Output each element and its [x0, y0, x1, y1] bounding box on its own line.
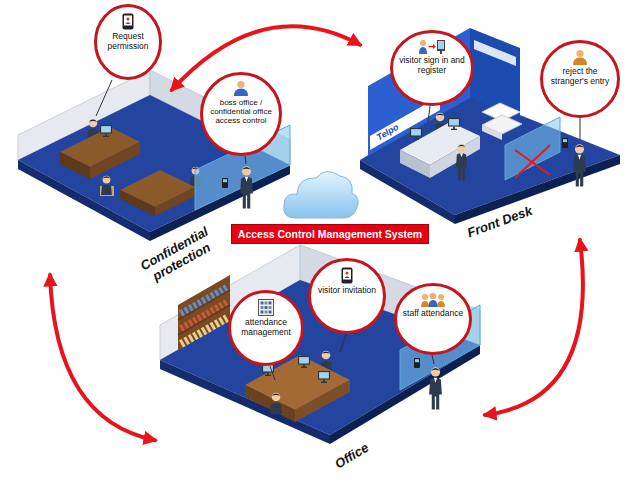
wall-sign-text: Telpo [374, 122, 401, 143]
bubble-ellipse [396, 285, 471, 354]
sign-in-icon [419, 39, 445, 54]
zone-title: Office [323, 434, 382, 477]
zone-title: Front Desk [455, 200, 545, 244]
callout-bubble: boss office / confidential office access… [200, 72, 282, 156]
attendance-sheet-icon [258, 299, 274, 316]
office-zone-drawing [160, 245, 480, 444]
flow-arrow [172, 26, 360, 90]
callout-bubble: reject the stranger's entry [540, 40, 620, 118]
callout-bubble: attendance management [228, 290, 304, 366]
callout-text: attendance management [236, 318, 296, 338]
callout-bubble: staff attendance [394, 283, 472, 355]
zone-title: Confidential protection [132, 221, 225, 290]
cloud-symbol [284, 171, 359, 218]
flow-arrow [485, 240, 583, 415]
system-banner: Access Control Management System [231, 224, 429, 244]
callout-bubble: Request permission [94, 4, 162, 80]
bubble-ellipse [96, 6, 161, 79]
callout-text: visitor sign in and register [398, 56, 466, 76]
person-icon [232, 80, 250, 96]
callout-text: reject the stranger's entry [548, 67, 612, 87]
confidential-zone-drawing [18, 70, 290, 241]
callout-bubble: visitor invitation [308, 258, 386, 334]
bubble-ellipse [310, 260, 385, 333]
bubble-ellipse [392, 32, 473, 105]
front-desk-zone-drawing [360, 28, 620, 224]
system-title: Access Control Management System [232, 225, 428, 243]
phone-icon [341, 267, 353, 284]
bubble-ellipse [202, 74, 281, 155]
flow-arrow [50, 275, 155, 440]
staff-faces-icon [420, 292, 446, 307]
bubble-ellipse [230, 292, 303, 365]
callout-text: Request permission [101, 32, 155, 52]
bubble-ellipse [542, 42, 619, 117]
callout-text: staff attendance [402, 309, 464, 319]
person-icon [571, 49, 589, 65]
callout-bubble: visitor sign in and register [390, 30, 474, 106]
callout-text: visitor invitation [317, 286, 377, 296]
callout-text: boss office / confidential office access… [209, 98, 273, 126]
phone-icon [122, 13, 134, 30]
